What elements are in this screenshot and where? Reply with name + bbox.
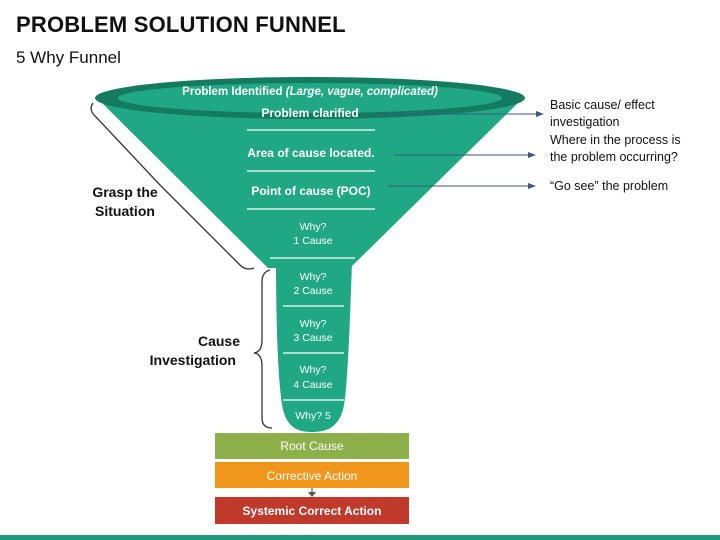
note-line: the problem occurring? xyxy=(550,150,678,164)
note-line: “Go see” the problem xyxy=(550,179,669,193)
why-4-line1: Why? xyxy=(300,364,327,376)
why-3-line2: 3 Cause xyxy=(293,332,332,344)
level-area-of-cause: Area of cause located. xyxy=(247,146,374,160)
systemic-action-label: Systemic Correct Action xyxy=(243,504,382,518)
top-label: Problem Identified (Large, vague, compli… xyxy=(182,86,438,98)
note-line: Basic cause/ effect xyxy=(550,98,655,112)
level-problem-clarified: Problem clarified xyxy=(261,106,358,120)
top-label-italic: (Large, vague, complicated) xyxy=(286,86,438,98)
root-cause-box xyxy=(215,433,409,459)
connector-arrow-head xyxy=(308,492,316,497)
corrective-action-label: Corrective Action xyxy=(267,469,358,483)
note-basic-cause: Basic cause/ effect investigation xyxy=(550,97,655,131)
funnel-rim-inner xyxy=(118,83,502,113)
note-where-in-process: Where in the process is the problem occu… xyxy=(550,132,681,166)
funnel-neck xyxy=(276,262,352,432)
footer-bar xyxy=(0,535,720,540)
note-line: investigation xyxy=(550,115,620,129)
arrow-head xyxy=(528,152,536,158)
grasp-label: Grasp the Situation xyxy=(80,183,170,221)
note-line: Where in the process is xyxy=(550,133,681,147)
root-cause-label: Root Cause xyxy=(280,439,344,453)
cause-bracket xyxy=(253,269,273,429)
level-point-of-cause: Point of cause (POC) xyxy=(251,184,370,198)
why-2-line1: Why? xyxy=(300,271,327,283)
top-label-bold: Problem Identified xyxy=(182,86,282,98)
grasp-label-line1: Grasp the xyxy=(92,184,158,200)
cause-label-line2: Investigation xyxy=(149,352,236,368)
corrective-action-box xyxy=(215,462,409,488)
why-1-line2: 1 Cause xyxy=(293,235,332,247)
note-go-see: “Go see” the problem xyxy=(550,178,668,195)
grasp-label-line2: Situation xyxy=(95,203,155,219)
funnel-cone xyxy=(97,98,523,268)
why-1-line1: Why? xyxy=(300,221,327,233)
why-5-label: Why? 5 xyxy=(295,410,331,422)
page-subtitle: 5 Why Funnel xyxy=(16,48,121,67)
page-title: PROBLEM SOLUTION FUNNEL xyxy=(16,12,346,37)
grasp-bracket xyxy=(90,102,255,270)
why-3-line1: Why? xyxy=(300,318,327,330)
systemic-action-box xyxy=(215,497,409,524)
cause-label-line1: Cause xyxy=(197,333,240,349)
why-4-line2: 4 Cause xyxy=(293,379,332,391)
why-2-line2: 2 Cause xyxy=(293,285,332,297)
arrow-head xyxy=(528,183,536,189)
arrow-head xyxy=(536,111,544,117)
cause-label: Cause Investigation xyxy=(140,332,250,370)
